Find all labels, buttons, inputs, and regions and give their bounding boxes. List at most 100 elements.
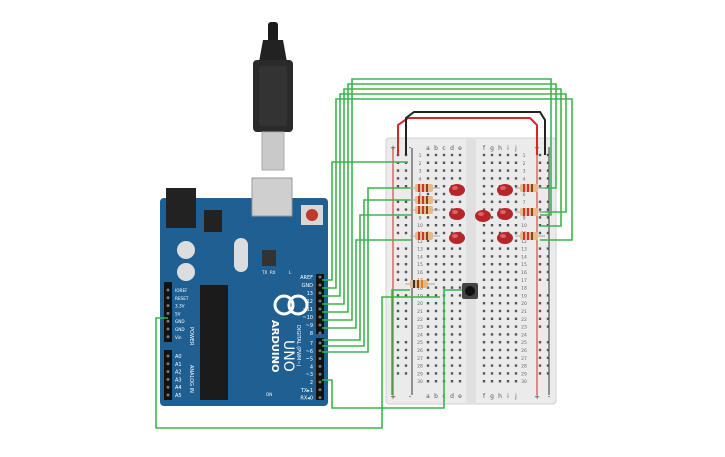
breadboard-hole[interactable] (506, 364, 510, 367)
breadboard-hole[interactable] (434, 247, 438, 250)
breadboard-hole[interactable] (498, 364, 502, 367)
breadboard-hole[interactable] (426, 192, 430, 196)
breadboard-hole[interactable] (506, 309, 510, 313)
header-pin[interactable] (166, 385, 170, 389)
header-pin[interactable] (166, 354, 170, 358)
breadboard-hole[interactable] (490, 263, 494, 266)
rail-hole[interactable] (404, 302, 408, 305)
wire-gnd[interactable] (322, 161, 408, 281)
breadboard-hole[interactable] (450, 364, 454, 367)
breadboard-hole[interactable] (450, 278, 454, 281)
rail-hole[interactable] (404, 309, 408, 313)
rail-hole[interactable] (404, 364, 408, 367)
breadboard-hole[interactable] (426, 341, 430, 344)
breadboard-hole[interactable] (482, 239, 486, 242)
breadboard-hole[interactable] (506, 153, 510, 157)
rail-hole[interactable] (538, 278, 542, 281)
breadboard-hole[interactable] (482, 380, 486, 383)
breadboard-hole[interactable] (450, 302, 454, 305)
breadboard-hole[interactable] (514, 192, 518, 196)
breadboard-hole[interactable] (482, 364, 486, 367)
breadboard-hole[interactable] (458, 341, 462, 344)
rail-hole[interactable] (396, 270, 400, 274)
ground-wire-black[interactable] (405, 111, 546, 155)
breadboard-hole[interactable] (450, 333, 454, 336)
wire-pin13[interactable] (322, 98, 573, 289)
breadboard-hole[interactable] (426, 286, 430, 289)
breadboard-hole[interactable] (450, 153, 454, 157)
breadboard-hole[interactable] (434, 239, 438, 242)
header-pin[interactable] (318, 291, 322, 295)
breadboard-hole[interactable] (426, 348, 430, 352)
header-pin[interactable] (318, 299, 322, 303)
breadboard-hole[interactable] (514, 302, 518, 305)
rail-hole[interactable] (538, 294, 542, 297)
breadboard-hole[interactable] (514, 224, 518, 227)
rail-hole[interactable] (538, 263, 542, 266)
header-pin[interactable] (318, 388, 322, 392)
breadboard-hole[interactable] (498, 270, 502, 274)
breadboard-hole[interactable] (490, 372, 494, 375)
rail-hole[interactable] (396, 317, 400, 320)
breadboard-hole[interactable] (442, 255, 446, 258)
breadboard-hole[interactable] (498, 231, 502, 235)
breadboard-hole[interactable] (482, 372, 486, 375)
breadboard-hole[interactable] (498, 372, 502, 375)
resistor[interactable] (410, 206, 440, 214)
breadboard-hole[interactable] (434, 216, 438, 219)
breadboard-hole[interactable] (458, 200, 462, 203)
rail-hole[interactable] (396, 177, 400, 180)
breadboard-hole[interactable] (506, 200, 510, 203)
resistor[interactable] (410, 232, 440, 240)
rail-hole[interactable] (404, 208, 408, 211)
breadboard-hole[interactable] (434, 372, 438, 375)
rail-hole[interactable] (396, 348, 400, 352)
breadboard-hole[interactable] (458, 356, 462, 359)
header-pin[interactable] (318, 323, 322, 327)
rail-hole[interactable] (546, 177, 550, 180)
rail-hole[interactable] (404, 263, 408, 266)
wire-pin2[interactable] (322, 289, 470, 409)
breadboard-hole[interactable] (482, 255, 486, 258)
rail-hole[interactable] (404, 255, 408, 258)
header-pin[interactable] (318, 307, 322, 311)
rail-hole[interactable] (546, 255, 550, 258)
rail-hole[interactable] (396, 231, 400, 235)
rail-hole[interactable] (404, 325, 408, 328)
rail-hole[interactable] (546, 364, 550, 367)
breadboard-hole[interactable] (514, 341, 518, 344)
breadboard-hole[interactable] (498, 356, 502, 359)
breadboard-hole[interactable] (490, 364, 494, 367)
rail-hole[interactable] (538, 247, 542, 250)
breadboard-hole[interactable] (498, 161, 502, 164)
rail-hole[interactable] (404, 247, 408, 250)
rail-hole[interactable] (396, 325, 400, 328)
breadboard-hole[interactable] (450, 224, 454, 227)
breadboard-hole[interactable] (458, 309, 462, 313)
breadboard-hole[interactable] (506, 177, 510, 180)
breadboard-hole[interactable] (450, 348, 454, 352)
breadboard-hole[interactable] (514, 169, 518, 172)
breadboard-hole[interactable] (442, 185, 446, 188)
rail-hole[interactable] (546, 348, 550, 352)
rail-hole[interactable] (538, 270, 542, 274)
breadboard-hole[interactable] (442, 231, 446, 235)
rail-hole[interactable] (538, 317, 542, 320)
header-pin[interactable] (166, 393, 170, 397)
breadboard-hole[interactable] (490, 348, 494, 352)
breadboard-hole[interactable] (506, 341, 510, 344)
rail-hole[interactable] (396, 341, 400, 344)
rail-hole[interactable] (404, 231, 408, 235)
breadboard-hole[interactable] (482, 169, 486, 172)
breadboard-hole[interactable] (434, 309, 438, 313)
breadboard-hole[interactable] (490, 278, 494, 281)
breadboard-hole[interactable] (506, 372, 510, 375)
wire-button-ground[interactable] (391, 289, 410, 395)
rail-hole[interactable] (404, 224, 408, 227)
header-pin[interactable] (318, 275, 322, 279)
resistors[interactable] (405, 184, 545, 288)
breadboard-hole[interactable] (458, 348, 462, 352)
breadboard-hole[interactable] (458, 224, 462, 227)
breadboard-hole[interactable] (450, 309, 454, 313)
